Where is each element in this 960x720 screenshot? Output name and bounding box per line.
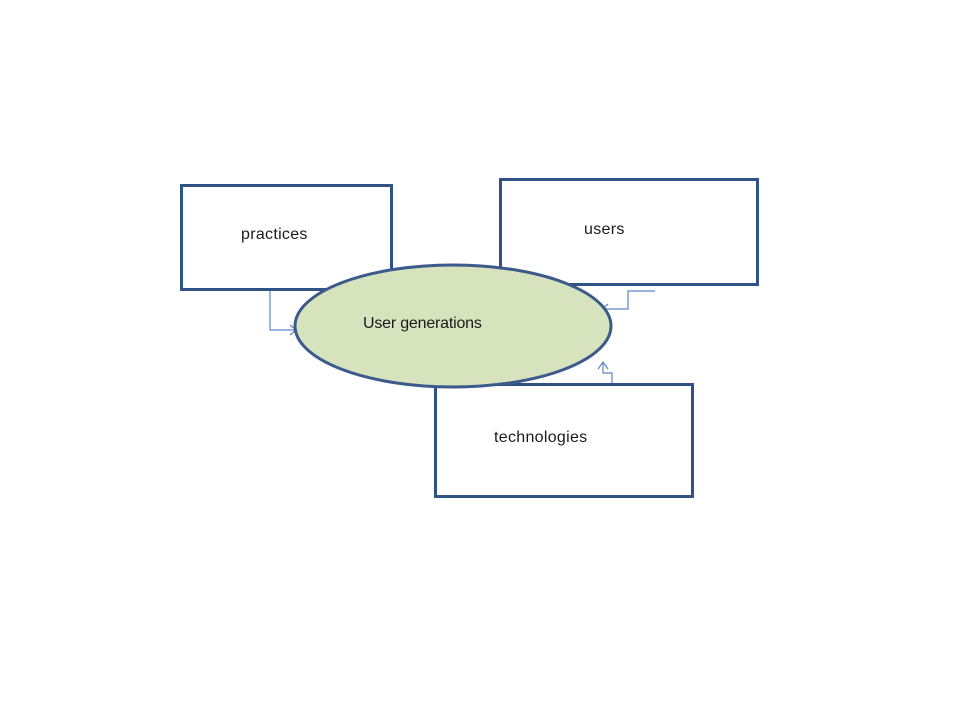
connector-technologies-to-center — [602, 362, 613, 383]
connector-users-to-center — [602, 290, 655, 310]
technologies-box — [434, 383, 694, 498]
practices-box — [180, 184, 393, 291]
arrowhead-technologies — [597, 360, 609, 370]
arrowhead-users — [601, 303, 609, 315]
user-generations-label: User generations — [363, 315, 482, 332]
connector-practices-to-center — [269, 291, 296, 331]
practices-label: practices — [241, 226, 308, 243]
technologies-label: technologies — [494, 429, 588, 446]
users-box — [499, 178, 759, 286]
arrowhead-practices — [289, 324, 297, 336]
users-label: users — [584, 221, 625, 238]
